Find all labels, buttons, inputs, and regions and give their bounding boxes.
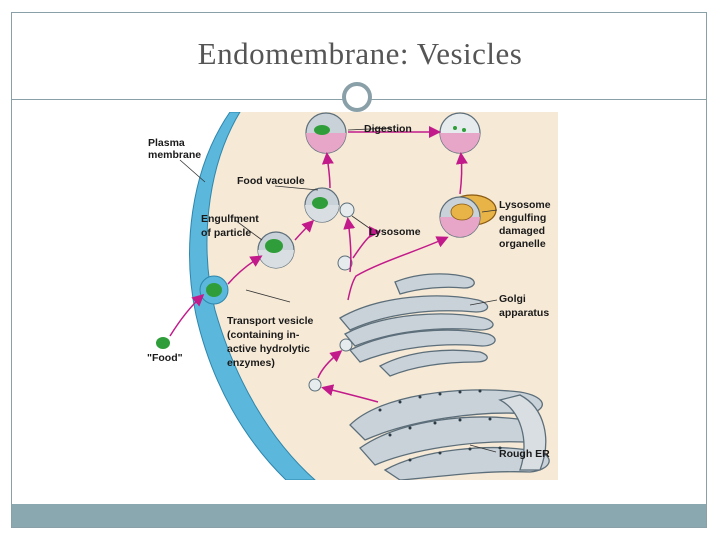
golgi-apparatus — [339, 273, 496, 377]
title-ring-ornament — [342, 82, 372, 112]
label-plasma-membrane: Plasma membrane — [148, 137, 201, 161]
lysosome-engulfing-organelle — [439, 196, 481, 238]
food-vacuole — [304, 187, 340, 223]
engulfing-vesicle — [257, 231, 295, 269]
ribosome-dots — [378, 389, 502, 462]
plasma-membrane-pocket — [199, 275, 229, 305]
transport-vesicle — [308, 338, 353, 392]
label-lysosome: Lysosome — [369, 226, 421, 238]
label-digestion: Digestion — [364, 123, 412, 135]
rough-er — [349, 389, 550, 480]
label-engulfment: Engulfment of particle — [201, 213, 262, 239]
label-food: "Food" — [147, 352, 183, 364]
plasma-membrane — [189, 112, 316, 480]
pathway-arrows — [169, 126, 468, 403]
footer-bar — [12, 504, 706, 527]
leader-lines — [179, 127, 498, 453]
label-rough-er: Rough ER — [499, 448, 550, 460]
digestion-vesicle-left — [305, 112, 347, 154]
digestion-vesicle-right — [439, 112, 481, 154]
lysosome-fusing — [339, 202, 355, 218]
food-particle — [156, 337, 170, 349]
label-transport-vesicle: Transport vesicle (containing in- active… — [227, 315, 316, 369]
label-food-vacuole: Food vacuole — [237, 175, 305, 187]
label-golgi: Golgi apparatus — [499, 293, 549, 319]
slide-title: Endomembrane: Vesicles — [197, 36, 523, 71]
label-lysosome-engulfing: Lysosome engulfing damaged organelle — [499, 199, 553, 250]
free-lysosome — [337, 255, 353, 271]
